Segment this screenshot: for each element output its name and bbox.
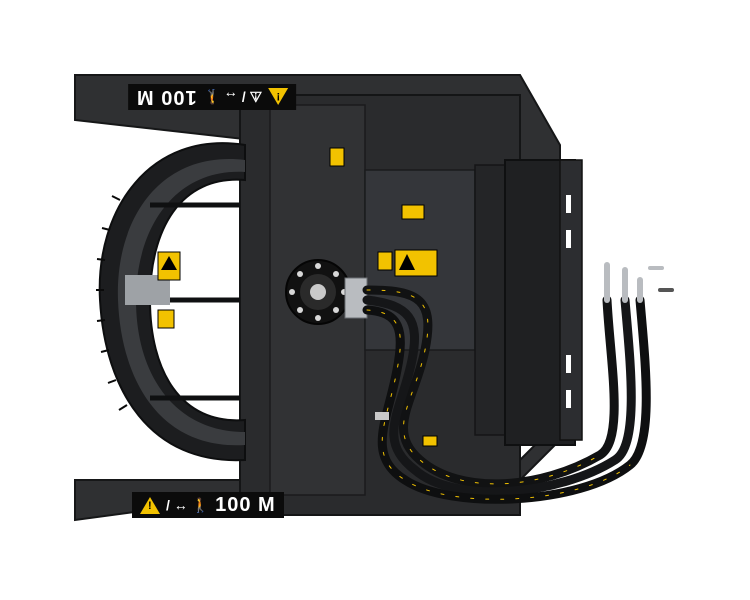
bottom-warning-distance: 100 M <box>215 493 276 516</box>
blade-guard <box>96 142 246 462</box>
distance-arrows-icon: / ↔ 🚶 <box>166 496 210 513</box>
warning-triangle-icon <box>140 496 160 514</box>
top-warning-distance: 100 M <box>136 86 197 109</box>
hose-icon <box>362 262 674 504</box>
warning-triangle-icon <box>157 147 438 447</box>
motor-icon <box>285 259 368 325</box>
bottom-warning-label: / ↔ 🚶 100 M <box>132 492 284 518</box>
distance-arrows-icon: ⚠ / ↔ 🚶 <box>202 89 263 106</box>
top-warning-label: ⚠ / ↔ 🚶 100 M <box>128 84 297 110</box>
warning-triangle-icon <box>268 88 289 106</box>
